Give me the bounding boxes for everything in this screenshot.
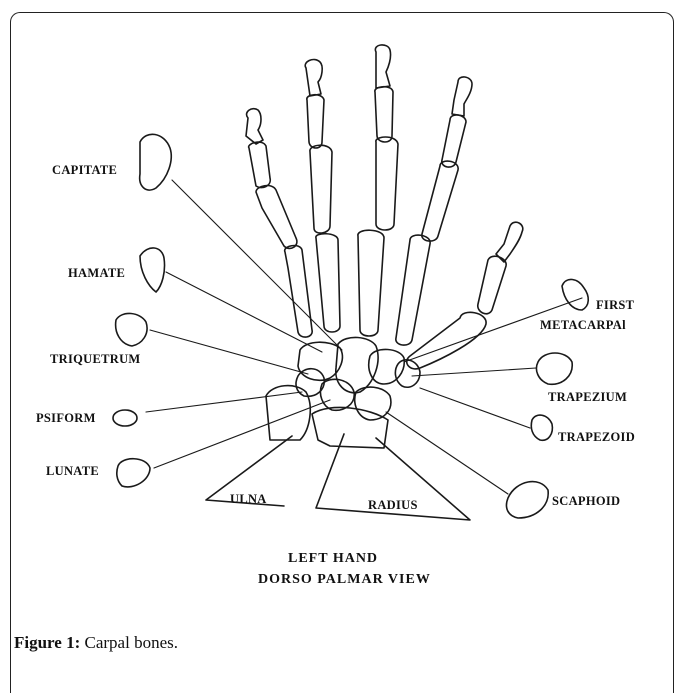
scaphoid-bone-icon <box>506 482 548 518</box>
ring-finger <box>305 60 340 332</box>
triquetrum-bone-icon <box>116 313 147 346</box>
label-lunate: LUNATE <box>46 464 99 479</box>
index-finger <box>396 77 472 345</box>
label-metacarpal: METACARPAl <box>540 318 626 333</box>
label-triquetrum: TRIQUETRUM <box>50 352 141 367</box>
label-radius: RADIUS <box>368 498 418 513</box>
thumb <box>407 222 523 369</box>
label-trapezium: TRAPEZIUM <box>548 390 627 405</box>
label-psiform: PSIFORM <box>36 411 96 426</box>
label-trapezoid: TRAPEZOID <box>558 430 635 445</box>
label-first: FIRST <box>596 298 634 313</box>
title-line-1: LEFT HAND <box>288 551 378 567</box>
figure-caption: Figure 1: Carpal bones. <box>14 633 178 653</box>
figure-caption-text: Carpal bones. <box>85 633 178 652</box>
middle-finger <box>358 45 398 336</box>
little-finger <box>246 109 312 337</box>
label-ulna: ULNA <box>230 492 267 507</box>
label-hamate: HAMATE <box>68 266 125 281</box>
radius-bone <box>312 407 388 448</box>
label-scaphoid: SCAPHOID <box>552 494 620 509</box>
psiform-bone-icon <box>113 410 137 426</box>
title-line-2: DORSO PALMAR VIEW <box>258 572 431 588</box>
first-metacarpal-bone-icon <box>562 279 588 310</box>
trapezium-bone-icon <box>536 353 572 384</box>
trapezoid-bone-icon <box>531 415 552 440</box>
hamate-bone-icon <box>140 248 165 292</box>
carpal-cluster <box>296 337 420 420</box>
figure-caption-prefix: Figure 1: <box>14 633 80 652</box>
capitate-bone-icon <box>140 134 172 190</box>
label-capitate: CAPITATE <box>52 163 117 178</box>
lunate-bone-icon <box>117 459 150 487</box>
